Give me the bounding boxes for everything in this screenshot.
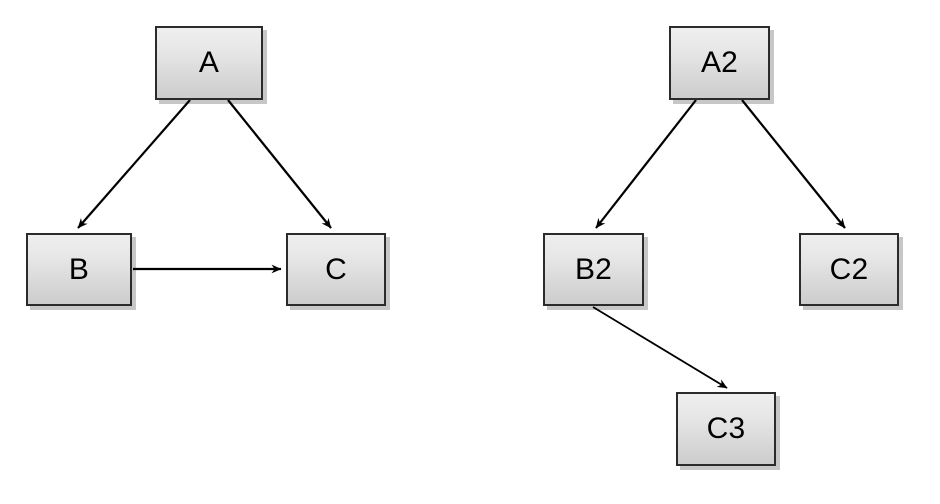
- node-b-label: B: [68, 252, 90, 286]
- node-b[interactable]: B: [26, 233, 132, 306]
- node-c2[interactable]: C2: [799, 233, 899, 306]
- node-a-label: A: [198, 46, 220, 79]
- edge-a2-b2: [595, 99, 697, 229]
- node-b2-label: B2: [574, 252, 613, 286]
- node-b2[interactable]: B2: [543, 233, 644, 306]
- node-c2-label: C2: [829, 252, 869, 286]
- node-c3[interactable]: C3: [676, 392, 776, 466]
- node-c3-label: C3: [706, 412, 746, 445]
- node-a2[interactable]: A2: [669, 26, 770, 100]
- node-a[interactable]: A: [155, 26, 263, 100]
- node-c-label: C: [325, 252, 347, 286]
- edge-a-c: [227, 99, 332, 229]
- edge-b2-c3: [592, 306, 728, 389]
- edge-a2-c2: [741, 99, 846, 229]
- node-a2-label: A2: [700, 46, 739, 79]
- node-c[interactable]: C: [286, 233, 386, 306]
- edge-a-b: [77, 99, 191, 229]
